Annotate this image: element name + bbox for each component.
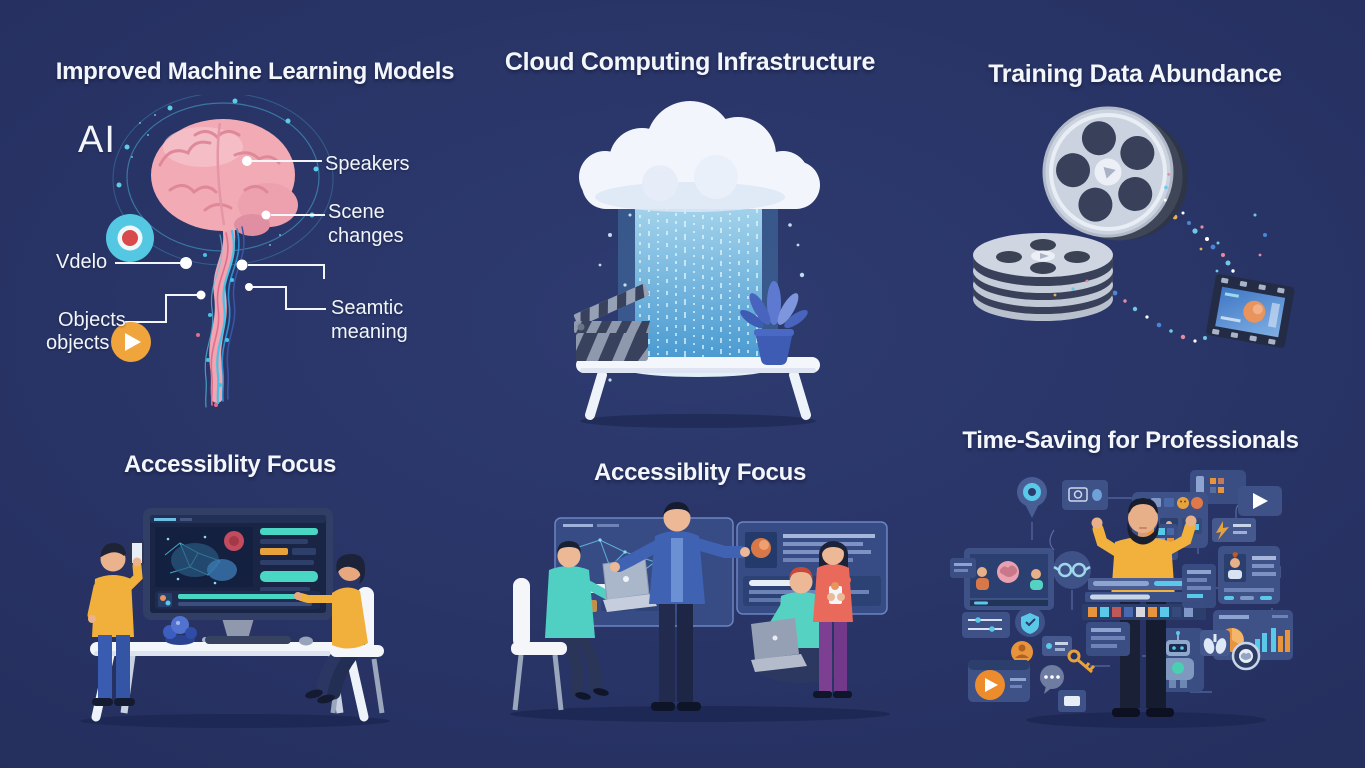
play-video-tile bbox=[968, 660, 1030, 702]
presenter bbox=[610, 502, 750, 711]
chat-icon bbox=[1040, 665, 1064, 694]
film-reel-icon bbox=[1042, 106, 1189, 241]
card-tile bbox=[1058, 690, 1086, 712]
bar-chart-icon bbox=[1213, 610, 1293, 660]
panel-title-cloud-infra: Cloud Computing Infrastructure bbox=[504, 48, 876, 76]
panel-title-training-data: Training Data Abundance bbox=[988, 60, 1282, 88]
key-icon bbox=[1067, 649, 1096, 674]
panel-title-time-saving: Time-Saving for Professionals bbox=[962, 427, 1299, 454]
monitor-icon bbox=[143, 508, 333, 643]
person-standing bbox=[87, 541, 144, 706]
film-reel-stack-icon bbox=[973, 233, 1113, 321]
keyboard-icon bbox=[205, 636, 291, 644]
brain-diagram-illustration bbox=[106, 95, 334, 408]
mouse-icon bbox=[299, 636, 313, 646]
camera-tile bbox=[1062, 480, 1108, 510]
callout-semantic: Seamtic meaning bbox=[331, 297, 408, 343]
callout-video: Vdelo bbox=[56, 251, 108, 273]
desk-decor bbox=[163, 616, 197, 645]
panel-title-improved-ml: Improved Machine Learning Models bbox=[55, 58, 455, 85]
glasses-icon bbox=[1053, 551, 1091, 589]
shield-icon bbox=[1015, 607, 1045, 637]
lungs-icon bbox=[1200, 630, 1230, 656]
accessibility-desk-scene bbox=[80, 508, 390, 728]
panel-title-accessibility-center: Accessiblity Focus bbox=[593, 459, 807, 486]
callout-objects-line1: Objects bbox=[58, 309, 126, 331]
callout-dots bbox=[180, 156, 271, 300]
video-call-tile bbox=[964, 548, 1054, 610]
play-tile bbox=[1238, 486, 1282, 516]
user-icon bbox=[1011, 641, 1033, 663]
video-timeline-bars bbox=[1082, 564, 1216, 656]
equalizer-tile bbox=[962, 612, 1010, 638]
callout-scene-changes: Scene changes bbox=[328, 201, 404, 247]
location-pin-icon bbox=[1017, 477, 1047, 518]
person-seated bbox=[294, 553, 385, 714]
time-saving-collage bbox=[950, 470, 1293, 728]
mini-tile bbox=[1042, 636, 1072, 656]
cloud-icon bbox=[579, 101, 820, 212]
callout-objects-line2: objects bbox=[46, 332, 110, 354]
profile-card-icon bbox=[1218, 546, 1280, 604]
lightning-chip bbox=[1212, 518, 1256, 542]
ai-label: AI bbox=[78, 119, 116, 161]
standing-woman bbox=[813, 541, 853, 698]
brain-icon bbox=[151, 119, 298, 408]
table bbox=[576, 357, 820, 420]
plant-icon bbox=[740, 281, 808, 366]
callout-lines bbox=[115, 160, 326, 323]
video-frame-icon bbox=[1206, 274, 1295, 348]
panel-title-accessibility-left: Accessiblity Focus bbox=[123, 451, 337, 478]
brain-circle-icon bbox=[1231, 641, 1261, 671]
seated-woman-laptop bbox=[511, 541, 657, 711]
table-shadow bbox=[580, 414, 816, 428]
video-icon bbox=[106, 214, 154, 262]
accessibility-group-scene bbox=[510, 502, 890, 722]
cloud-computing-illustration bbox=[573, 101, 820, 428]
training-data-illustration bbox=[973, 106, 1295, 348]
play-icon bbox=[111, 322, 151, 362]
clapperboard-icon bbox=[573, 283, 650, 361]
callout-speakers: Speakers bbox=[325, 153, 410, 175]
